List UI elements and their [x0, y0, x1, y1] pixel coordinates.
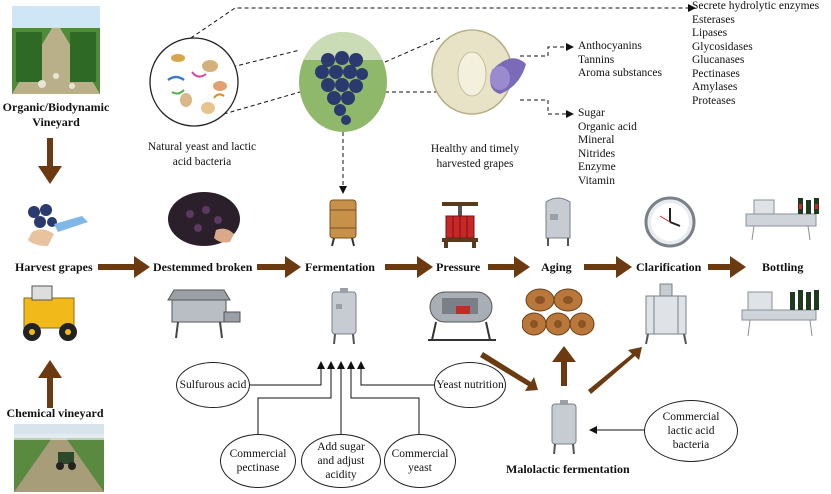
pulp-compounds-list: Sugar Organic acid Mineral Nitrides Enzy… [578, 107, 637, 188]
pulp-compound-item: Vitamin [578, 174, 615, 187]
grape-bunch-image [299, 32, 387, 132]
steel-fermentation-tank-image [331, 288, 357, 345]
yeast-nutrition-label: Yeast nutrition [436, 379, 504, 391]
arrow-ferm-press [385, 256, 433, 278]
stage-destemmed-broken: Destemmed broken [153, 260, 253, 274]
stage-pressure: Pressure [436, 260, 481, 274]
arrow-malolactic-clar [588, 347, 642, 394]
arrow-press-aging [488, 256, 530, 278]
skin-compound-item: Anthocyanins [578, 40, 642, 52]
commercial-yeast-ellipse: Commercial yeast [384, 434, 456, 488]
malolactic-tank-image [551, 400, 577, 455]
organic-vineyard-label: Organic/Biodynamic Vineyard [2, 100, 110, 129]
wine-press-image [442, 202, 478, 248]
arrow-aging-clar [584, 256, 632, 278]
stage-aging: Aging [541, 260, 572, 274]
add-sugar-label: Add sugar and adjust acidity [317, 441, 365, 481]
sulfurous-acid-label: Sulfurous acid [179, 379, 247, 391]
arrow-vineyard-down [38, 138, 62, 184]
enzymes-list: Secrete hydrolytic enzymes Esterases Lip… [692, 0, 819, 108]
enzyme-item: Pectinases [692, 67, 740, 80]
arrow-harvest-destem [98, 256, 150, 278]
main-flow-arrows [38, 138, 746, 408]
destemmed-grapes-image [168, 192, 240, 246]
enzyme-item: Lipases [692, 27, 728, 39]
grapes-caption: Healthy and timely harvested grapes [430, 143, 520, 170]
enzyme-item: Proteases [692, 94, 736, 107]
stage-fermentation: Fermentation [305, 260, 375, 274]
pulp-compound-item: Nitrides [578, 147, 616, 160]
enzyme-item: Amylases [692, 81, 738, 93]
commercial-yeast-label: Commercial yeast [391, 448, 449, 474]
pulp-compound-item: Sugar [578, 107, 605, 119]
enzymes-title: Secrete hydrolytic enzymes [692, 0, 820, 12]
stage-clarification: Clarification [636, 260, 702, 274]
stage-harvest-grapes: Harvest grapes [15, 260, 93, 274]
arrow-clar-bottle [708, 256, 746, 278]
bottling-line-top-image [745, 198, 819, 241]
oak-barrels-image [522, 288, 595, 336]
clock-image [644, 196, 696, 248]
organic-vineyard-image [12, 6, 100, 94]
steel-tank-aging-image [545, 197, 571, 246]
destemmer-machine-image [167, 289, 241, 339]
commercial-pectinase-ellipse: Commercial pectinase [220, 434, 296, 488]
enzyme-item: Glucanases [692, 54, 745, 66]
pulp-compound-item: Enzyme [578, 161, 616, 173]
filtration-unit-image [645, 283, 687, 345]
wooden-fermenter-image [329, 199, 357, 247]
chemical-vineyard-label: Chemical vineyard [6, 406, 104, 420]
additive-lines [250, 361, 644, 434]
pulp-compound-item: Mineral [578, 134, 615, 146]
pneumatic-press-image [428, 291, 496, 341]
malolactic-label: Malolactic fermentation [506, 462, 630, 476]
arrow-malolactic-aging [552, 346, 576, 386]
arrow-press-malolactic [480, 352, 538, 391]
arrow-destem-ferm [257, 256, 301, 278]
harvester-machine-image [23, 285, 77, 341]
yeast-bacteria-image [149, 37, 239, 127]
yeast-nutrition-ellipse: Yeast nutrition [434, 362, 506, 408]
skin-compound-item: Aroma substances [578, 67, 662, 79]
enzyme-item: Glycosidases [692, 40, 753, 53]
sulfurous-acid-ellipse: Sulfurous acid [176, 362, 250, 408]
skin-compound-item: Tannins [578, 53, 615, 66]
commercial-pectinase-label: Commercial pectinase [229, 448, 287, 474]
grape-cross-section-image [431, 29, 526, 115]
commercial-lab-label: Commercial lactic acid bacteria [662, 411, 720, 451]
add-sugar-ellipse: Add sugar and adjust acidity [301, 434, 381, 488]
pulp-compound-item: Organic acid [578, 120, 637, 133]
chemical-vineyard-image [14, 424, 104, 492]
bottling-line-bottom-image [741, 290, 819, 337]
enzyme-item: Esterases [692, 13, 735, 26]
harvest-grapes-image [28, 204, 88, 246]
arrow-chemical-up [38, 360, 62, 408]
commercial-lab-ellipse: Commercial lactic acid bacteria [644, 400, 738, 462]
stage-bottling: Bottling [762, 260, 804, 274]
yeast-caption: Natural yeast and lactic acid bacteria [147, 141, 257, 168]
skin-compounds-list: Anthocyanins Tannins Aroma substances [578, 40, 662, 81]
